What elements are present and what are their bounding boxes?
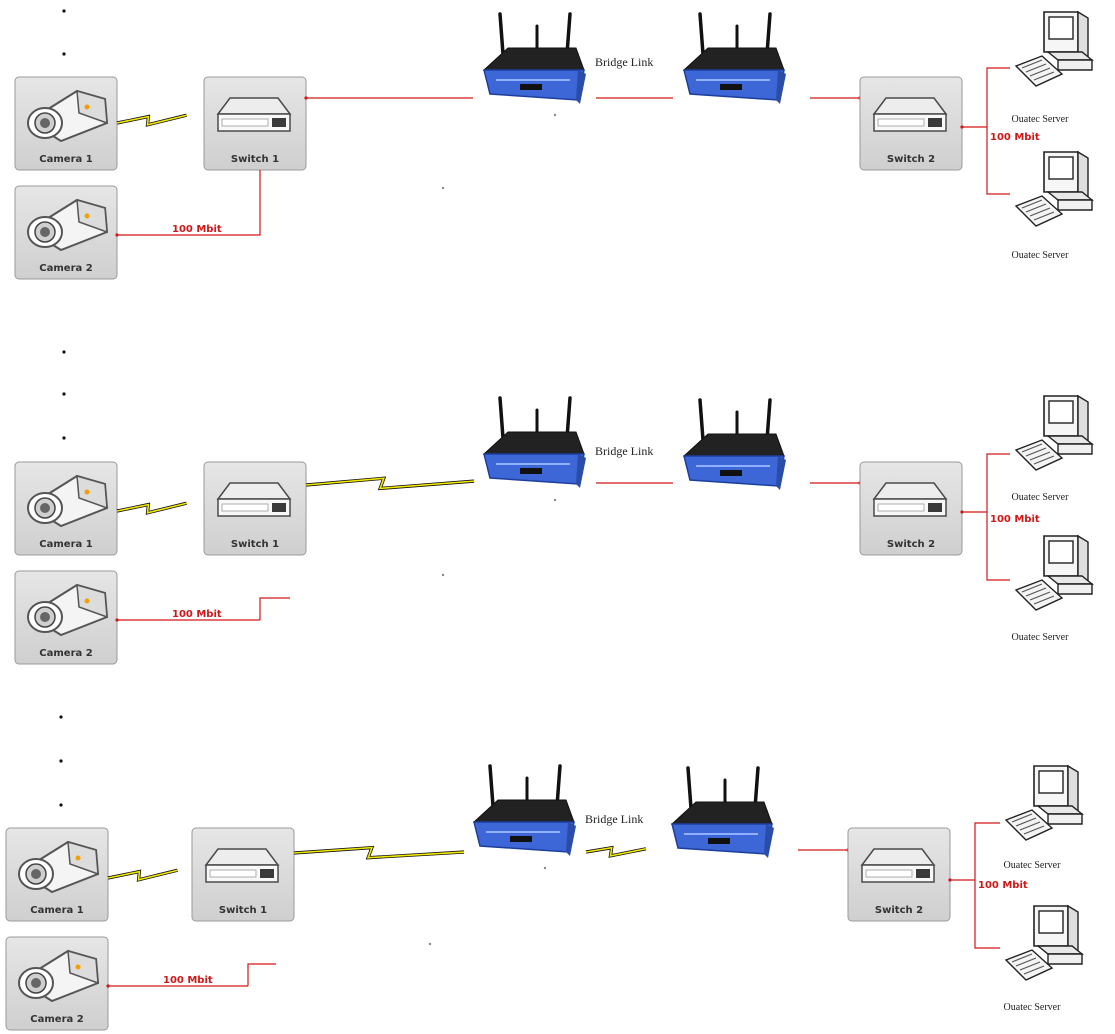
wireless-router-2[interactable] (682, 398, 788, 492)
camera-2-box[interactable]: Camera 2 (14, 185, 118, 280)
wireless-link-camera1 (107, 868, 178, 882)
server-top[interactable]: Ouatec Server (1012, 395, 1093, 503)
wireless-bridge-link (585, 845, 647, 858)
switch-2-box[interactable]: Switch 2 (847, 827, 951, 922)
scenario-panel-3: Camera 1 Camera 2 Switch 1 100 Mbit (5, 715, 1083, 1031)
camera-2-label: Camera 2 (39, 648, 92, 659)
wireless-router-icon (472, 764, 578, 858)
bullet (62, 9, 66, 13)
server-label: Ouatec Server (1012, 114, 1070, 125)
switch-icon (873, 97, 947, 132)
switch1-router-link (304, 96, 473, 100)
wireless-link-camera1 (116, 113, 187, 127)
wireless-router-icon (482, 396, 588, 490)
camera-2-label: Camera 2 (30, 1014, 83, 1025)
camera-1-box[interactable]: Camera 1 (14, 461, 118, 556)
switch-icon (205, 848, 279, 883)
wireless-router-1[interactable] (482, 396, 588, 490)
server-computer-icon (1015, 395, 1093, 471)
wireless-link-switch1-router (293, 845, 465, 860)
wireless-router-2[interactable] (670, 766, 776, 860)
server-label: Ouatec Server (1012, 250, 1070, 261)
bullet (62, 436, 66, 440)
bullet (62, 52, 66, 56)
wireless-router-2[interactable] (682, 12, 788, 106)
camera-2-box[interactable]: Camera 2 (14, 570, 118, 665)
scenario-panel-2: Camera 1 Camera 2 Switch 1 100 Mbit (14, 350, 1093, 665)
camera2-wired-link: 100 Mbit (115, 170, 261, 237)
wireless-router-1[interactable] (472, 764, 578, 858)
bullet (59, 803, 63, 807)
router-switch2-link (810, 96, 862, 100)
server-bottom[interactable]: Ouatec Server (1012, 151, 1093, 261)
server-top[interactable]: Ouatec Server (1012, 11, 1093, 125)
bridge-link-label: Bridge Link (585, 812, 643, 826)
wireless-router-icon (482, 12, 588, 106)
wireless-router-icon (682, 398, 788, 492)
camera-2-label: Camera 2 (39, 263, 92, 274)
link-speed-label: 100 Mbit (163, 975, 213, 986)
server-bottom[interactable]: Ouatec Server (1012, 535, 1093, 643)
switch-1-box[interactable]: Switch 1 (203, 76, 307, 171)
switch-1-label: Switch 1 (231, 539, 279, 550)
wireless-router-icon (682, 12, 788, 106)
link-speed-label: 100 Mbit (978, 880, 1028, 891)
server-computer-icon (1015, 11, 1093, 87)
bullet (59, 715, 63, 719)
bullet (62, 350, 66, 354)
server-top[interactable]: Ouatec Server (1004, 765, 1083, 871)
switch-2-label: Switch 2 (887, 154, 935, 165)
server-bracket: 100 Mbit (960, 453, 1040, 581)
bridge-link-label: Bridge Link (595, 444, 653, 458)
link-speed-label: 100 Mbit (990, 514, 1040, 525)
switch-2-box[interactable]: Switch 2 (859, 76, 963, 171)
server-computer-icon (1005, 765, 1083, 841)
server-label: Ouatec Server (1012, 632, 1070, 643)
link-speed-label: 100 Mbit (172, 609, 222, 620)
server-computer-icon (1015, 151, 1093, 227)
camera2-wired-link: 100 Mbit (106, 963, 276, 988)
server-computer-icon (1015, 535, 1093, 611)
camera2-wired-link: 100 Mbit (115, 597, 290, 622)
camera-1-label: Camera 1 (39, 539, 92, 550)
scenario-panel-1: Camera 1 Camera 2 Switch 1 100 Mbit (14, 9, 1093, 280)
bullet (59, 759, 63, 763)
server-bottom[interactable]: Ouatec Server (1004, 905, 1083, 1013)
link-speed-label: 100 Mbit (172, 224, 222, 235)
switch-2-label: Switch 2 (875, 905, 923, 916)
server-computer-icon (1005, 905, 1083, 981)
switch-icon (217, 482, 291, 517)
switch-icon (861, 848, 935, 883)
switch-2-label: Switch 2 (887, 539, 935, 550)
link-speed-label: 100 Mbit (990, 132, 1040, 143)
wireless-link-switch1-router (305, 476, 475, 491)
switch-icon (217, 97, 291, 132)
camera-1-label: Camera 1 (39, 154, 92, 165)
switch-1-label: Switch 1 (231, 154, 279, 165)
camera-2-box[interactable]: Camera 2 (5, 936, 109, 1031)
router-switch2-link (798, 848, 850, 852)
switch-1-box[interactable]: Switch 1 (203, 461, 307, 556)
server-bracket: 100 Mbit (948, 822, 1028, 949)
wireless-link-camera1 (116, 501, 187, 515)
camera-1-box[interactable]: Camera 1 (5, 827, 109, 922)
camera-1-label: Camera 1 (30, 905, 83, 916)
bridge-link-label: Bridge Link (595, 55, 653, 69)
switch-1-label: Switch 1 (219, 905, 267, 916)
switch-icon (873, 482, 947, 517)
server-bracket: 100 Mbit (960, 67, 1040, 195)
wireless-router-1[interactable] (482, 12, 588, 106)
switch-2-box[interactable]: Switch 2 (859, 461, 963, 556)
server-label: Ouatec Server (1004, 860, 1062, 871)
wireless-router-icon (670, 766, 776, 860)
bullet (62, 392, 66, 396)
camera-1-box[interactable]: Camera 1 (14, 76, 118, 171)
switch-1-box[interactable]: Switch 1 (191, 827, 295, 922)
router-switch2-link (810, 481, 862, 485)
server-label: Ouatec Server (1004, 1002, 1062, 1013)
server-label: Ouatec Server (1012, 492, 1070, 503)
